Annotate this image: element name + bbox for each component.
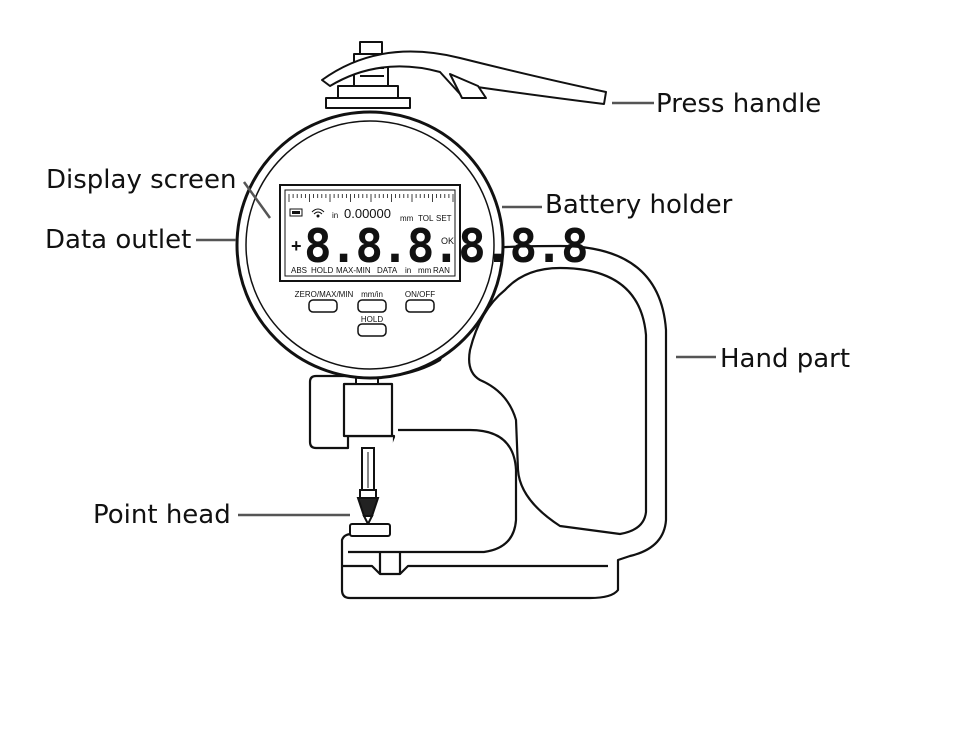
label-display-screen: Display screen [46,165,237,195]
label-point-head: Point head [93,500,231,530]
lcd-annunciator: MAX-MIN [336,266,371,275]
label-data-outlet: Data outlet [45,225,191,255]
signal-icon [311,208,325,218]
lcd-annunciator: mm [418,266,432,275]
lcd-top-unit: in [332,211,338,220]
lcd-set: SET [436,214,452,223]
hold-button-label: HOLD [361,315,383,324]
zero-button[interactable] [308,299,338,313]
unit-button[interactable] [357,299,387,313]
leader-lines [196,101,716,517]
lcd-top-unit2: mm [400,214,414,223]
lcd-tol: TOL [418,214,434,223]
label-press-handle: Press handle [656,89,821,119]
lcd-annunciator: in [405,266,411,275]
lcd-annunciator: HOLD [311,266,333,275]
lcd-main-digits: 8.8.8.8.8.8 [304,219,587,273]
lcd-annunciator: ABS [291,266,307,275]
zero-button-label: ZERO/MAX/MIN [295,290,354,299]
lcd-annunciator: RAN [433,266,450,275]
unit-button-label: mm/in [361,290,383,299]
hold-button[interactable] [357,323,387,337]
lcd-ok: OK [441,236,454,246]
battery-icon [289,208,303,217]
display-screen: in 0.00000 mm TOL SET + 8.8.8.8.8.8 OK A… [279,184,589,282]
label-hand-part: Hand part [720,344,850,374]
control-buttons: ZERO/MAX/MIN mm/in ON/OFF HOLD [295,290,435,337]
lcd-top-digits: 0.00000 [344,206,391,221]
power-button-label: ON/OFF [405,290,435,299]
lcd-annunciator: DATA [377,266,398,275]
press-handle [321,41,607,109]
lcd-scale-ticks [288,194,454,202]
hand-part-frame [308,244,668,600]
leader-display-screen [242,181,272,219]
power-button[interactable] [405,299,435,313]
label-battery-holder: Battery holder [545,190,733,220]
lcd-sign: + [291,236,302,256]
